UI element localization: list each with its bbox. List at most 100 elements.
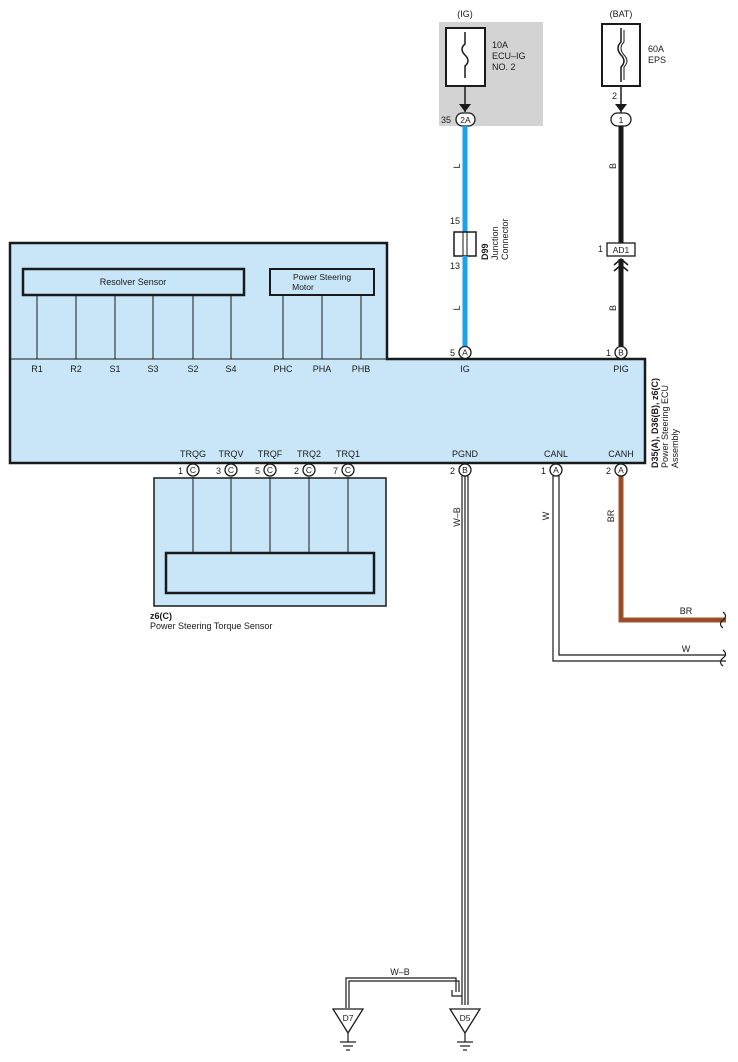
resolver-sensor-label: Resolver Sensor [100,277,167,287]
canl-continuation-icon [719,649,727,667]
canh-pin-circle [614,463,628,477]
pig-pin-connector: B [618,348,624,358]
pig-pin-number: 1 [606,348,611,358]
ground-d7-label: D7 [343,1013,354,1023]
bat-fuse-amp: 60A [648,44,664,54]
trq2-pin-connector: C [306,465,312,475]
junction-pin-out: 13 [450,261,460,271]
canl-pin-connector: A [553,465,559,475]
canl-pin-number: 1 [541,466,546,476]
trqf-pin-connector: C [267,465,273,475]
pgnd-wire-color: W–B [452,507,462,527]
motor-label-2: Motor [292,282,314,292]
trqg-pin-number: 1 [178,466,183,476]
canl-pin-circle [549,463,563,477]
bat-source-label: (BAT) [610,9,633,19]
ground-d5-label: D5 [460,1013,471,1023]
ig-fuse-amp: 10A [492,40,508,50]
terminal-canl: CANL [544,449,568,459]
ground-d5-symbol [448,1008,482,1035]
ad1-connector [606,242,636,257]
bat-wire-color-lower: B [608,305,618,311]
canh-wire [618,476,726,623]
ig-connector-pin: 35 [441,115,451,125]
torque-sensor-leads [192,477,349,553]
terminal-trqf: TRQF [258,449,283,459]
pgnd-pin-circle [458,463,472,477]
torque-sensor-code: z6(C) [150,611,172,621]
canl-wire-color: W [541,511,551,520]
ground-d5-icon [457,1033,473,1051]
terminal-r2: R2 [70,364,82,374]
terminal-r1: R1 [31,364,43,374]
ig-fuse-name-1: ECU–IG [492,51,526,61]
bat-fuse-pin: 2 [612,91,617,101]
bat-wire-color-upper: B [608,163,618,169]
ig-connector-id: 2A [460,115,471,125]
bat-fuse-symbol-2 [620,30,628,80]
terminal-ig: IG [460,364,470,374]
terminal-pig: PIG [613,364,629,374]
terminal-s1: S1 [109,364,120,374]
terminal-trq2: TRQ2 [297,449,321,459]
terminal-canh: CANH [608,449,634,459]
terminal-phb: PHB [352,364,371,374]
ground-link-wire [345,977,462,1008]
canh-wire-outline [620,476,726,621]
trqv-pin-circle [224,463,238,477]
ig-pin-circle [458,345,472,360]
junction-code: D99 [480,243,490,260]
canh-continuation-icon [719,611,727,629]
ig-wire-color-lower: L [452,305,462,310]
ig-arrow-icon [459,104,471,112]
ground-link-wire-color: W–B [390,967,410,977]
bat-connector-id: 1 [619,115,624,125]
ecu-body [8,241,647,465]
pgnd-wire [461,476,469,1005]
junction-connector [453,231,477,257]
junction-name-1: Junction [490,226,500,260]
terminal-trq1: TRQ1 [336,449,360,459]
canh-pin-number: 2 [606,466,611,476]
ecu-name-2: Assembly [670,428,680,468]
trqv-pin-connector: C [228,465,234,475]
ig-source-label: (IG) [457,9,473,19]
ig-wire-color-upper: L [452,163,462,168]
trq2-pin-number: 2 [294,466,299,476]
torque-sensor-name: Power Steering Torque Sensor [150,621,272,631]
canh-wire-color: BR [606,509,616,522]
trq1-pin-connector: C [345,465,351,475]
trqv-pin-number: 3 [216,466,221,476]
terminal-s4: S4 [225,364,236,374]
trqg-pin-connector: C [190,465,196,475]
terminal-trqg: TRQG [180,449,206,459]
bat-fuse-symbol [617,28,625,82]
terminal-trqv: TRQV [218,449,243,459]
ad1-pin: 1 [598,244,603,254]
terminal-phc: PHC [273,364,293,374]
motor-label-1: Power Steering [293,272,351,282]
terminal-pgnd: PGND [452,449,479,459]
torque-sensor-element [164,551,376,595]
pgnd-pin-number: 2 [450,466,455,476]
canl-out-wire-color: W [682,644,691,654]
pig-pin-circle [614,345,628,360]
junction-name-2: Connector [500,218,510,260]
ground-d7-symbol [331,1008,365,1035]
terminal-s2: S2 [187,364,198,374]
bat-arrow-icon [615,104,627,112]
ecu-name-1: Power Steering ECU [660,385,670,468]
resolver-sensor-box [21,267,246,297]
terminal-s3: S3 [147,364,158,374]
bat-fuse-name: EPS [648,55,666,65]
ig-fuse-name-2: NO. 2 [492,62,516,72]
ig-pin-number: 5 [450,348,455,358]
trqg-pin-circle [186,463,200,477]
ad1-name: AD1 [613,245,630,255]
trq2-pin-circle [302,463,316,477]
canh-pin-connector: A [618,465,624,475]
resolver-leads [36,295,362,359]
pgnd-pin-connector: B [462,465,468,475]
trqf-pin-circle [263,463,277,477]
